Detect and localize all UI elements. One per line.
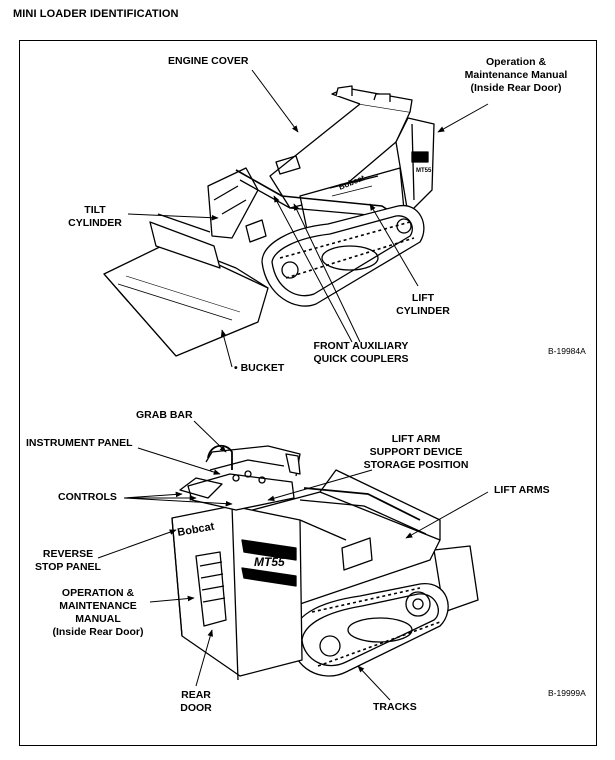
label-controls: CONTROLS — [58, 491, 117, 503]
label-lift-arms: LIFT ARMS — [494, 484, 550, 496]
label-line: LIFT ARM — [391, 433, 441, 445]
label-tilt-cylinder: TILT CYLINDER — [64, 204, 126, 230]
top-loader-drawing — [103, 85, 435, 357]
label-operation-manual-top: Operation & Maintenance Manual (Inside R… — [458, 56, 574, 95]
label-line: SUPPORT DEVICE — [369, 446, 463, 458]
label-lift-cylinder: LIFT CYLINDER — [392, 292, 454, 318]
label-line: MAINTENANCE — [59, 600, 137, 612]
figure-frame — [19, 40, 597, 746]
label-line: OPERATION & — [61, 587, 135, 599]
label-line: CYLINDER — [68, 217, 122, 229]
label-line: DOOR — [180, 702, 212, 714]
bottom-track-shape — [291, 583, 449, 677]
label-instrument-panel: INSTRUMENT PANEL — [26, 437, 133, 449]
label-line: Maintenance Manual — [464, 69, 568, 81]
label-tracks: TRACKS — [373, 701, 417, 713]
bucket-shape — [103, 241, 269, 357]
label-line: QUICK COUPLERS — [313, 353, 409, 365]
label-operation-maintenance-manual: OPERATION & MAINTENANCE MANUAL (Inside R… — [46, 587, 150, 639]
label-bucket: • BUCKET — [234, 362, 285, 374]
label-line: MANUAL — [75, 613, 121, 625]
label-line: STORAGE POSITION — [363, 459, 469, 471]
figure-code-top: B-19984A — [548, 346, 586, 356]
bottom-loader-drawing — [171, 444, 479, 681]
bottom-leaders — [97, 420, 489, 701]
top-leaders — [127, 69, 489, 368]
label-front-auxiliary-quick-couplers: FRONT AUXILIARY QUICK COUPLERS — [304, 340, 418, 366]
label-line: (Inside Rear Door) — [470, 82, 562, 94]
label-rear-door: REAR DOOR — [176, 689, 216, 715]
bottom-model-logo: MT55 — [254, 555, 285, 569]
label-line: REAR — [181, 689, 211, 701]
label-line: FRONT AUXILIARY — [313, 340, 409, 352]
label-line: STOP PANEL — [35, 561, 101, 573]
page-title: MINI LOADER IDENTIFICATION — [13, 8, 179, 20]
label-line: CYLINDER — [396, 305, 450, 317]
label-line: (Inside Rear Door) — [52, 626, 144, 638]
label-lift-arm-support-device: LIFT ARM SUPPORT DEVICE STORAGE POSITION — [355, 433, 477, 472]
label-line: REVERSE — [42, 548, 94, 560]
label-line: TILT — [84, 204, 106, 216]
label-engine-cover: ENGINE COVER — [168, 55, 249, 67]
label-reverse-stop-panel: REVERSE STOP PANEL — [30, 548, 106, 574]
track-shape — [261, 205, 425, 307]
top-model-logo: MT55 — [416, 168, 432, 174]
figure-code-bottom: B-19999A — [548, 688, 586, 698]
label-line: LIFT — [411, 292, 435, 304]
label-grab-bar: GRAB BAR — [136, 409, 193, 421]
label-line: Operation & — [485, 56, 547, 68]
